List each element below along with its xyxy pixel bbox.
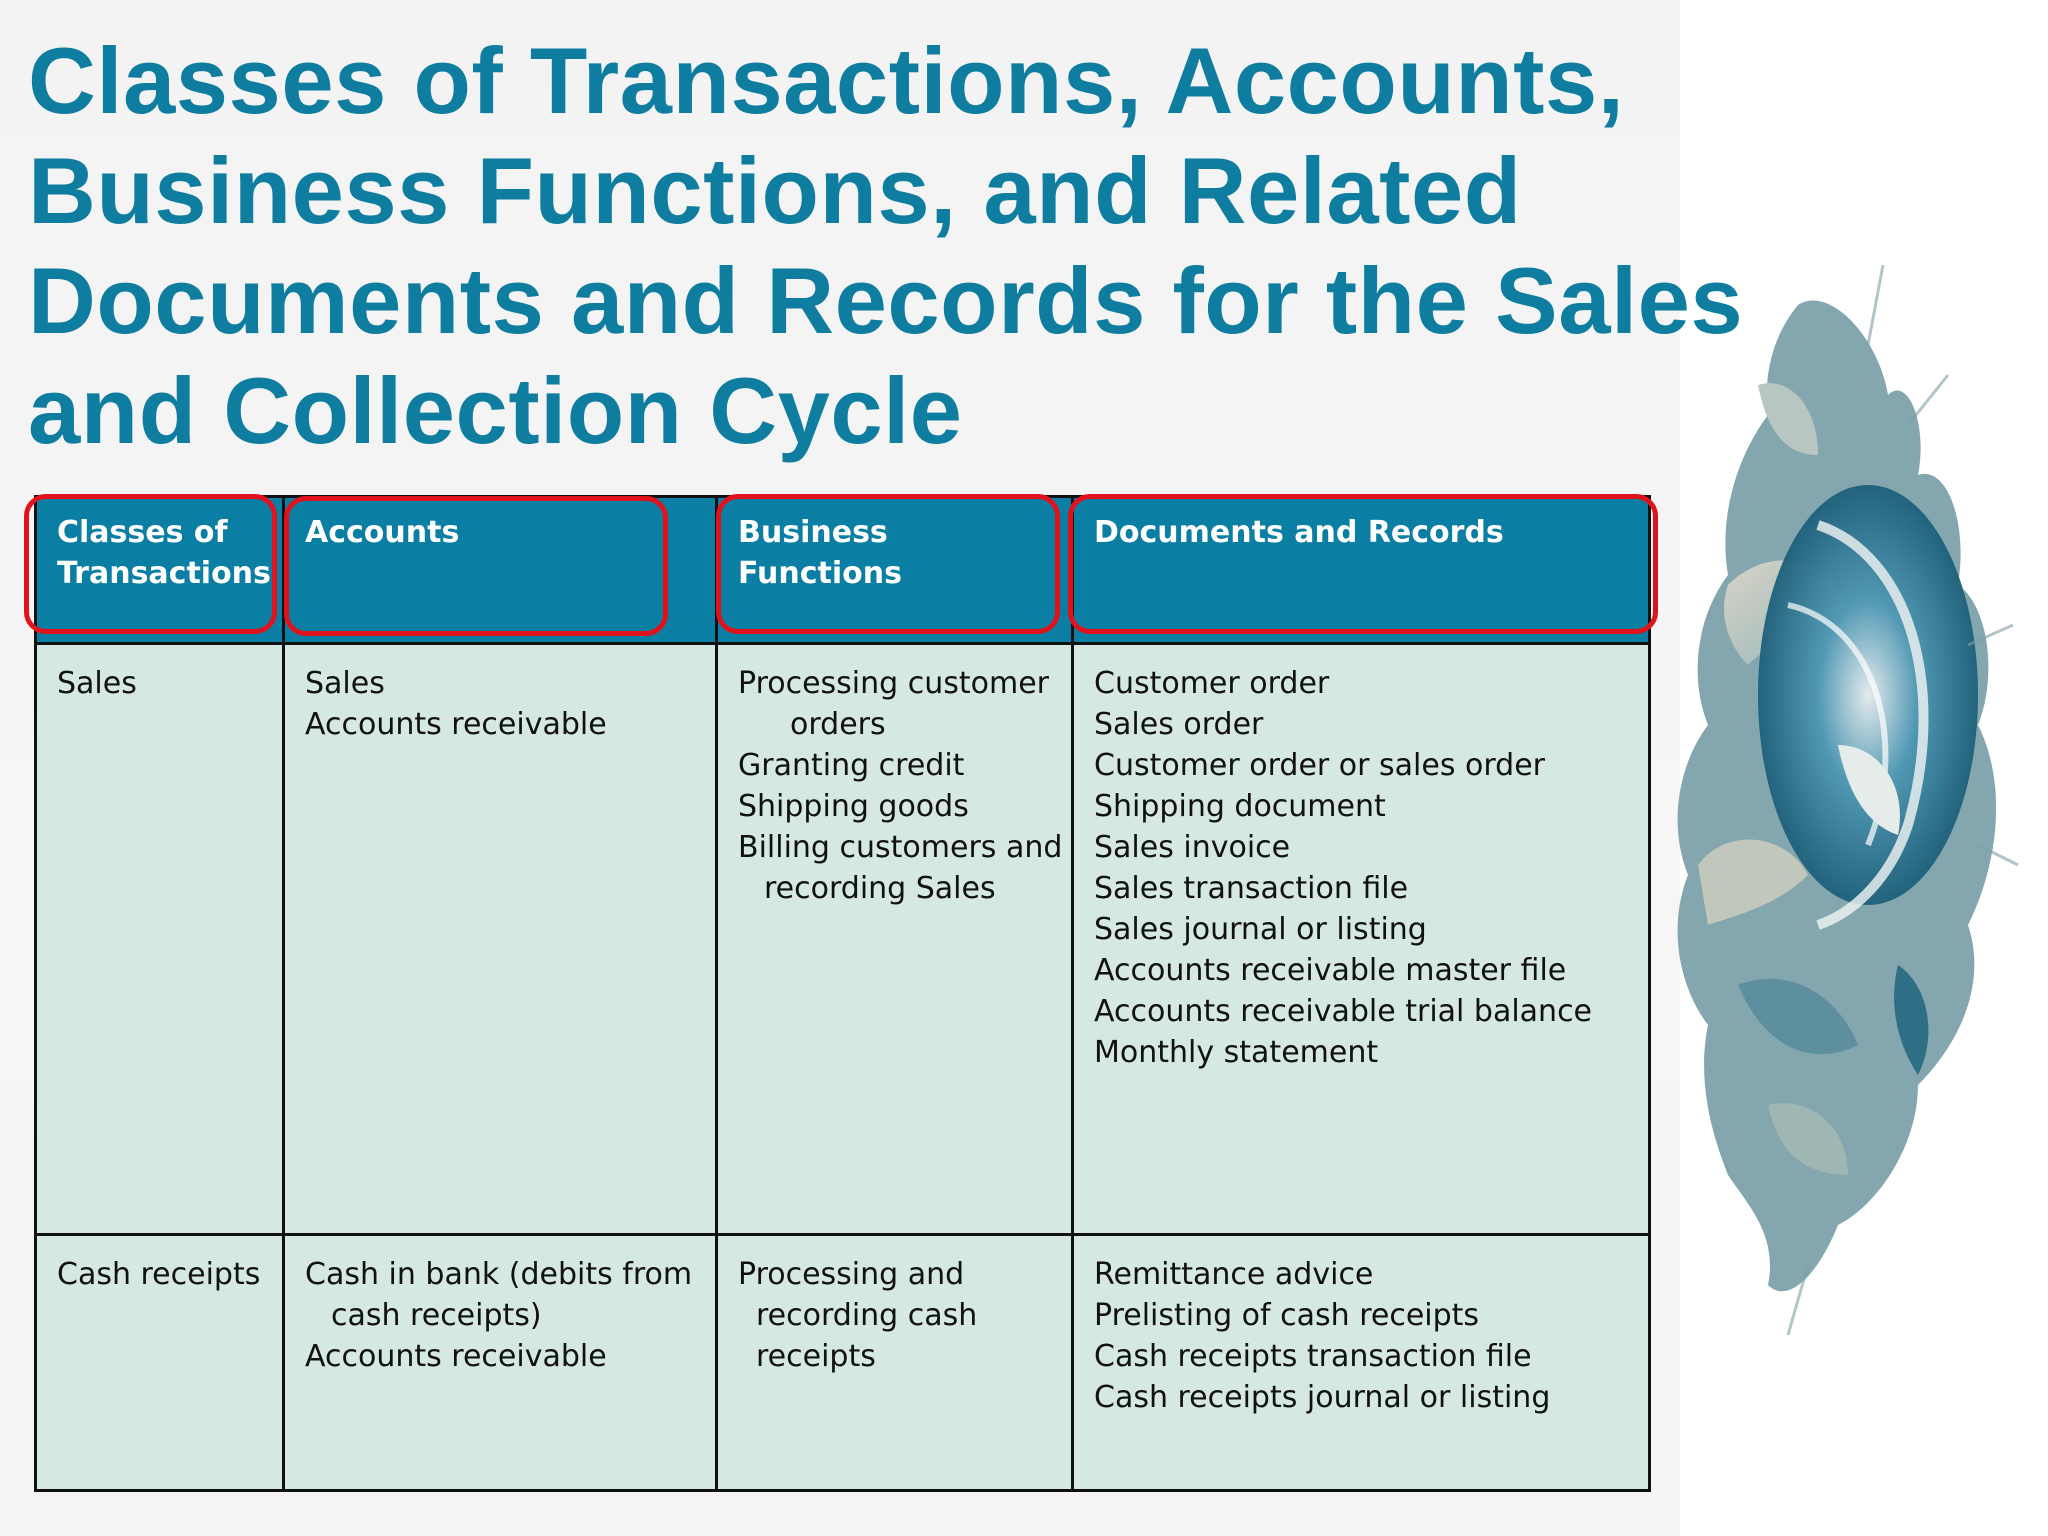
sales-cycle-table: Classes of Transactions Accounts Busines… xyxy=(34,495,1651,1492)
header-classes-of-transactions: Classes of Transactions xyxy=(34,495,285,645)
title-line-4: and Collection Cycle xyxy=(28,358,963,463)
cell-documents-sales: Customer order Sales order Customer orde… xyxy=(1071,642,1651,1236)
title-line-2: Business Functions, and Related xyxy=(28,138,1522,243)
function-item: Processing and xyxy=(738,1257,965,1292)
table-row-sales: Sales Sales Accounts receivable Processi… xyxy=(34,642,1651,1236)
function-item: Granting credit xyxy=(738,748,965,783)
document-item: Monthly statement xyxy=(1094,1035,1379,1070)
document-item: Remittance advice xyxy=(1094,1257,1374,1292)
cell-accounts-sales: Sales Accounts receivable xyxy=(282,642,718,1236)
account-item: Sales xyxy=(305,666,385,701)
cell-functions-cash-receipts: Processing and recording cash receipts xyxy=(715,1233,1074,1492)
header-business-functions: Business Functions xyxy=(715,495,1074,645)
document-item: Sales transaction file xyxy=(1094,871,1409,906)
document-item: Customer order xyxy=(1094,666,1330,701)
document-item: Cash receipts journal or listing xyxy=(1094,1380,1551,1415)
cell-class-sales: Sales xyxy=(34,642,285,1236)
document-item: Sales order xyxy=(1094,707,1264,742)
header-accounts: Accounts xyxy=(282,495,718,645)
class-label: Sales xyxy=(57,666,137,701)
function-item-continuation: recording cash xyxy=(756,1298,978,1333)
cell-documents-cash-receipts: Remittance advice Prelisting of cash rec… xyxy=(1071,1233,1651,1492)
header-documents-and-records: Documents and Records xyxy=(1071,495,1651,645)
document-item: Customer order or sales order xyxy=(1094,748,1545,783)
title-line-3: Documents and Records for the Sales xyxy=(28,248,1744,353)
cell-class-cash-receipts: Cash receipts xyxy=(34,1233,285,1492)
function-item: Shipping goods xyxy=(738,789,969,824)
account-item: Accounts receivable xyxy=(305,1339,607,1374)
document-item: Sales invoice xyxy=(1094,830,1291,865)
function-item: Processing customer xyxy=(738,666,1050,701)
cell-functions-sales: Processing customer orders Granting cred… xyxy=(715,642,1074,1236)
function-item-continuation: receipts xyxy=(756,1339,876,1374)
document-item: Accounts receivable trial balance xyxy=(1094,994,1593,1029)
title-line-1: Classes of Transactions, Accounts, xyxy=(28,28,1625,133)
table-row-cash-receipts: Cash receipts Cash in bank (debits from … xyxy=(34,1233,1651,1492)
table-header-row: Classes of Transactions Accounts Busines… xyxy=(34,495,1651,645)
document-item: Accounts receivable master file xyxy=(1094,953,1567,988)
account-item: Cash in bank (debits from xyxy=(305,1257,693,1292)
document-item: Sales journal or listing xyxy=(1094,912,1427,947)
function-item-continuation: recording Sales xyxy=(764,871,996,906)
teal-abstract-swirl-art xyxy=(1677,264,2019,1336)
document-item: Shipping document xyxy=(1094,789,1386,824)
function-item: Billing customers and xyxy=(738,830,1063,865)
document-item: Cash receipts transaction file xyxy=(1094,1339,1532,1374)
function-item-continuation: orders xyxy=(790,707,886,742)
document-item: Prelisting of cash receipts xyxy=(1094,1298,1480,1333)
account-item-continuation: cash receipts) xyxy=(331,1298,542,1333)
account-item: Accounts receivable xyxy=(305,707,607,742)
cell-accounts-cash-receipts: Cash in bank (debits from cash receipts)… xyxy=(282,1233,718,1492)
slide-title: Classes of Transactions, Accounts, Busin… xyxy=(28,26,1744,466)
class-label: Cash receipts xyxy=(57,1257,261,1292)
